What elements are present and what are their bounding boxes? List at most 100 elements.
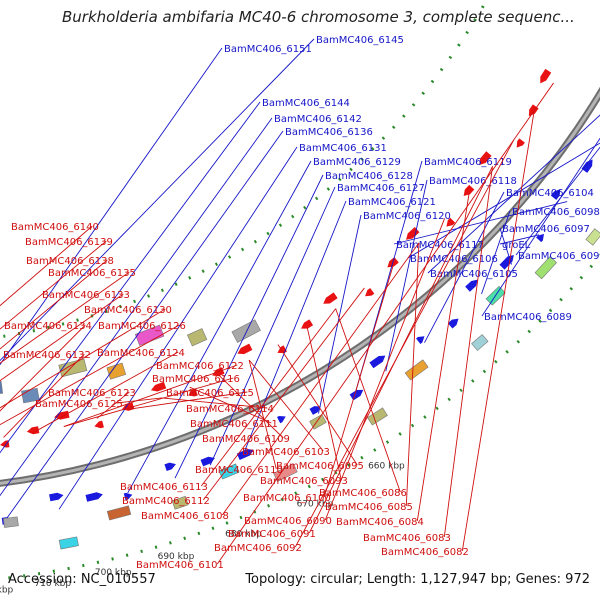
kbp-tick-label: 720 kbp (0, 586, 14, 596)
gene-label-forward: BamMC406_6105 (430, 269, 518, 280)
feature-block-shape (171, 495, 189, 510)
gene-label-forward: BamMC406_6129 (313, 157, 401, 168)
leader-line-reverse (116, 397, 162, 404)
leader-line-reverse (32, 351, 179, 434)
leader-line-reverse (277, 344, 358, 466)
gene-label-reverse: BamMC406_6090 (244, 516, 332, 527)
leader-line-reverse (221, 242, 420, 516)
gene-label-reverse: BamMC406_6126 (98, 321, 186, 332)
feature-block (534, 256, 558, 280)
reverse-gene-arrow-shape (94, 420, 104, 429)
forward-gene-arrow-shape (499, 254, 514, 270)
leader-line-reverse (335, 308, 401, 493)
forward-gene-arrow (581, 159, 593, 173)
gene-label-forward: BamMC406_6094 (518, 251, 600, 262)
forward-gene-arrow-shape (447, 318, 459, 329)
leader-line-reverse (0, 225, 93, 307)
leader-line-reverse (443, 166, 493, 538)
leader-line-reverse (461, 112, 535, 552)
leader-line-reverse (0, 271, 130, 364)
forward-gene-arrow (277, 415, 286, 424)
leader-line-reverse (0, 324, 86, 412)
reverse-gene-arrow (446, 217, 456, 227)
gene-label-reverse: BamMC406_6093 (260, 476, 348, 487)
forward-gene-arrow-shape (536, 233, 544, 243)
gene-label-forward: BamMC406_6097 (502, 224, 590, 235)
forward-gene-arrow (123, 492, 133, 501)
kbp-tick-label: 660 kbp (368, 462, 405, 472)
forward-gene-arrow (465, 279, 478, 292)
accession-text: Accession: NC_010557 (8, 572, 156, 587)
feature-block-shape (186, 328, 208, 347)
gene-label-reverse: BamMC406_6111 (190, 419, 278, 430)
leader-line-reverse (218, 374, 284, 439)
gene-label-reverse: BamMC406_6135 (48, 268, 136, 279)
feature-block (273, 463, 298, 482)
gene-label-reverse: BamMC406_6101 (136, 560, 224, 571)
feature-block-shape (471, 334, 489, 351)
reverse-gene-arrow (277, 345, 287, 354)
forward-gene-arrow (416, 336, 425, 344)
gene-label-reverse: BamMC406_6115 (166, 388, 254, 399)
reverse-gene-arrow-shape (365, 288, 375, 297)
gene-label-reverse: BamMC406_6086 (319, 488, 407, 499)
gene-label-forward: BamMC406_6127 (337, 183, 425, 194)
forward-gene-arrow-shape (309, 406, 321, 415)
reverse-gene-arrow-shape (516, 138, 525, 148)
feature-block-shape (0, 380, 4, 397)
feature-block-shape (585, 228, 600, 246)
gene-label-forward: BamMC406_6120 (363, 211, 451, 222)
forward-gene-arrow (369, 355, 386, 369)
leader-line-forward (0, 101, 261, 454)
gene-label-reverse: BamMC406_6082 (381, 547, 469, 558)
reverse-gene-arrow-shape (150, 381, 167, 392)
feature-block (404, 359, 429, 381)
forward-gene-arrow (536, 233, 544, 243)
feature-block (231, 319, 261, 343)
kbp-tick-label: 700 kbp (95, 568, 132, 578)
feature-block-shape (106, 362, 127, 380)
feature-block (3, 516, 19, 528)
gene-label-forward: BamMC406_6106 (410, 254, 498, 265)
forward-gene-arrow (499, 254, 514, 270)
gene-label-reverse: BamMC406_6103 (242, 447, 330, 458)
forward-gene-arrow-shape (200, 456, 215, 467)
leader-line-reverse (306, 327, 342, 481)
reverse-gene-arrow (301, 319, 314, 329)
reverse-gene-arrow (463, 184, 475, 197)
gene-label-reverse: BamMC406_6139 (25, 237, 113, 248)
forward-gene-arrow (309, 406, 321, 415)
feature-block-shape (309, 414, 327, 430)
gene-label-forward: BamMC406_6142 (274, 114, 362, 125)
gene-label-reverse: BamMC406_6114 (186, 404, 274, 415)
forward-gene-arrow-shape (465, 279, 478, 292)
feature-block (106, 505, 132, 521)
leader-line-forward (481, 137, 600, 317)
leader-line-reverse (248, 359, 324, 452)
feature-block-shape (58, 536, 79, 550)
leader-line-forward (499, 227, 512, 265)
reverse-gene-arrow-shape (54, 410, 70, 420)
leader-line-forward (393, 201, 568, 245)
gene-label-forward: BamMC406_6089 (484, 312, 572, 323)
reverse-gene-arrow-shape (26, 426, 40, 435)
gene-label-reverse: BamMC406_6095 (276, 461, 364, 472)
reverse-gene-arrow (516, 138, 525, 148)
leader-line-reverse (0, 324, 180, 426)
gene-label-forward: BamMC406_6104 (506, 188, 594, 199)
feature-block (367, 407, 388, 426)
gene-label-reverse: BamMC406_6113 (120, 482, 208, 493)
reverse-gene-arrow-shape (0, 440, 10, 448)
leader-line-forward (127, 160, 312, 494)
forward-gene-arrow-shape (581, 159, 593, 173)
gene-label-forward: BamMC406_6136 (285, 127, 373, 138)
leader-line-reverse (248, 359, 277, 470)
leader-line-reverse (200, 308, 337, 487)
gene-label-forward: BamMC406_6118 (429, 176, 517, 187)
gene-label-forward: BamMC406_6098 (512, 207, 600, 218)
gene-label-reverse: BamMC406_6134 (4, 321, 92, 332)
gene-label-reverse: BamMC406_6130 (84, 305, 172, 316)
forward-gene-arrow (49, 492, 64, 502)
